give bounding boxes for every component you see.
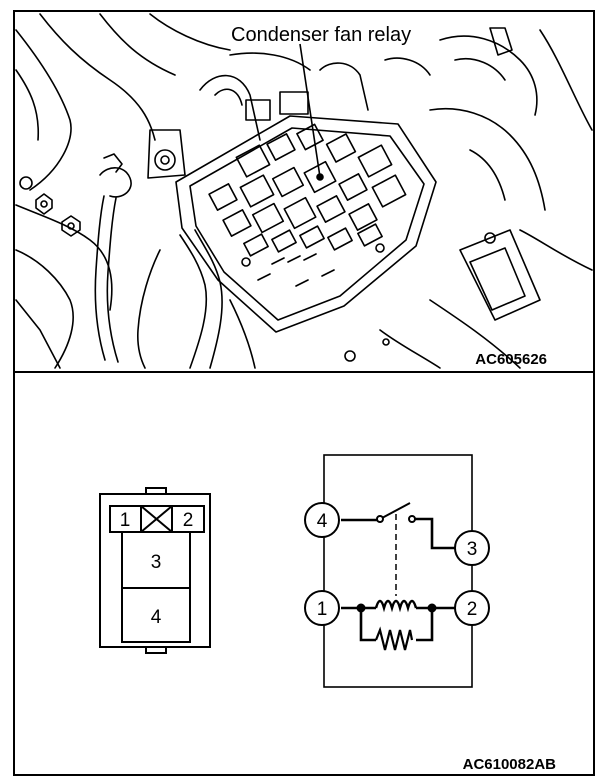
terminal-1: [304, 590, 340, 626]
terminal-3-label: 3: [467, 539, 478, 560]
relay-coil: [374, 599, 418, 613]
connector-pin-2: 2: [183, 510, 194, 531]
connector-cavity-4: [121, 587, 191, 643]
callout-leader: [299, 43, 321, 178]
connector-cavity-3-label: 3: [151, 552, 162, 573]
terminal-4: [304, 502, 340, 538]
connector-cavity-4-label: 4: [151, 607, 162, 628]
photo-figure-code: AC605626: [475, 351, 547, 368]
outer-border: [13, 10, 595, 776]
diagram-figure-code: AC610082AB: [463, 756, 557, 773]
relay-case: [323, 454, 473, 688]
connector-latch-top: [145, 487, 167, 495]
relay-connector: [99, 487, 211, 654]
terminal-3: [454, 530, 490, 566]
condenser-fan-relay-callout: Condenser fan relay: [231, 24, 411, 46]
switch-blade: [381, 502, 411, 519]
terminal-1-label: 1: [317, 599, 328, 620]
engine-bay-illustration: [15, 13, 593, 369]
terminal-2: [454, 590, 490, 626]
connector-latch-bottom: [145, 646, 167, 654]
terminal-2-label: 2: [467, 599, 478, 620]
terminal-4-label: 4: [317, 511, 328, 532]
relay-schematic: [323, 454, 473, 688]
coil-resistor: [374, 626, 414, 651]
schematic-terminals: [304, 502, 490, 626]
connector-pin-1: 1: [120, 510, 131, 531]
